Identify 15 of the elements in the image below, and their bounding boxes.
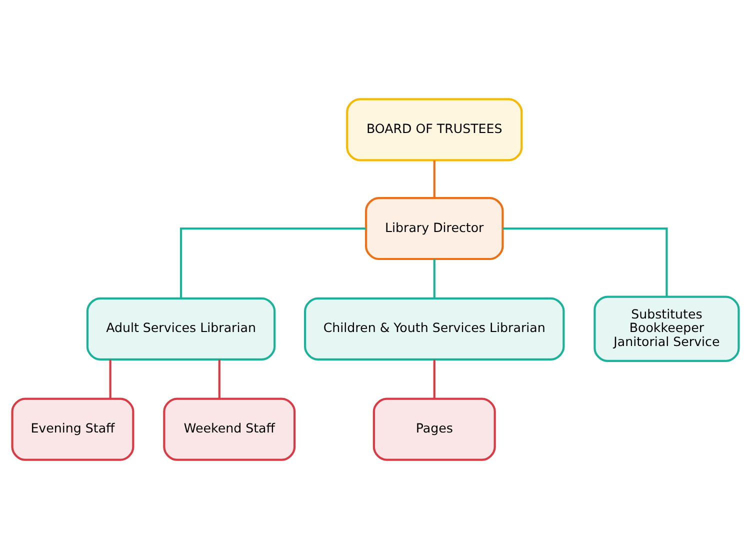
node-box: Library Director (364, 196, 504, 260)
connector (433, 258, 436, 298)
node-box: Weekend Staff (163, 397, 296, 460)
connector (433, 160, 436, 198)
node-box: Pages (372, 397, 496, 460)
node-box: BOARD OF TRUSTEES (346, 98, 523, 161)
connector (109, 359, 112, 398)
node-box: Adult Services Librarian (86, 296, 276, 360)
connector (502, 226, 668, 296)
node-box: Substitutes Bookkeeper Janitorial Service (594, 295, 740, 362)
connector (218, 359, 220, 398)
node-box: Children & Youth Services Librarian (304, 296, 565, 360)
connector (180, 226, 366, 298)
connector (433, 359, 436, 398)
node-box: Evening Staff (11, 397, 134, 460)
